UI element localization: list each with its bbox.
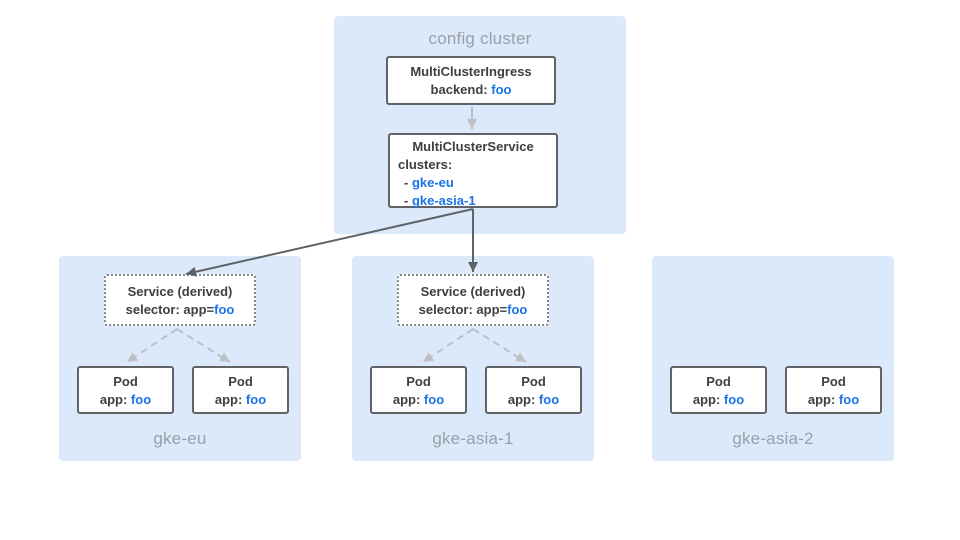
config-cluster-label: config cluster xyxy=(428,29,532,48)
mci-backend-line: backend: foo xyxy=(388,81,554,99)
pod-node: Pod app: foo xyxy=(77,366,174,414)
pod-app-value: foo xyxy=(838,392,860,407)
pod-title: Pod xyxy=(706,374,731,389)
mcs-cluster-item: - gke-eu xyxy=(398,174,556,192)
service-derived-node-gke-eu: Service (derived) selector: app=foo xyxy=(104,274,256,326)
pod-app-label: app: xyxy=(99,392,131,407)
service-selector-value: foo xyxy=(214,302,235,317)
service-selector-line: selector: app=foo xyxy=(106,301,254,319)
pod-node: Pod app: foo xyxy=(192,366,289,414)
pod-title: Pod xyxy=(406,374,431,389)
mci-backend-value: foo xyxy=(491,82,512,97)
mcs-item-name: gke-eu xyxy=(411,175,454,190)
pod-app-line: app: foo xyxy=(194,391,287,409)
mcs-item-name: gke-asia-1 xyxy=(411,193,476,208)
pod-node: Pod app: foo xyxy=(485,366,582,414)
mcs-cluster-item: - gke-asia-1 xyxy=(398,192,556,210)
pod-app-line: app: foo xyxy=(372,391,465,409)
pod-app-value: foo xyxy=(423,392,445,407)
mcs-clusters-label: clusters: xyxy=(398,157,453,172)
pod-app-label: app: xyxy=(214,392,246,407)
pod-app-label: app: xyxy=(807,392,839,407)
mcs-title: MultiClusterService xyxy=(412,139,534,154)
pod-app-value: foo xyxy=(245,392,267,407)
pod-node: Pod app: foo xyxy=(370,366,467,414)
pod-app-value: foo xyxy=(130,392,152,407)
service-selector-value: foo xyxy=(507,302,528,317)
pod-title: Pod xyxy=(821,374,846,389)
pod-app-line: app: foo xyxy=(487,391,580,409)
cluster-label-gke-asia-2: gke-asia-2 xyxy=(732,429,814,448)
pod-app-line: app: foo xyxy=(672,391,765,409)
pod-app-line: app: foo xyxy=(787,391,880,409)
pod-app-value: foo xyxy=(538,392,560,407)
pod-title: Pod xyxy=(521,374,546,389)
cluster-box-gke-asia-1: Service (derived) selector: app=foo Pod … xyxy=(352,256,594,461)
pod-app-label: app: xyxy=(392,392,424,407)
cluster-box-gke-asia-2: Pod app: foo Pod app: foo gke-asia-2 xyxy=(652,256,894,461)
mcs-item-prefix: - xyxy=(404,175,412,190)
cluster-box-gke-eu: Service (derived) selector: app=foo Pod … xyxy=(59,256,301,461)
service-title: Service (derived) xyxy=(420,284,526,299)
service-title: Service (derived) xyxy=(127,284,233,299)
pod-app-label: app: xyxy=(692,392,724,407)
cluster-label-gke-asia-1: gke-asia-1 xyxy=(432,429,514,448)
mcs-item-prefix: - xyxy=(404,193,412,208)
pod-app-label: app: xyxy=(507,392,539,407)
mci-backend-label: backend: xyxy=(430,82,492,97)
service-selector-label: selector: app= xyxy=(418,302,508,317)
pod-title: Pod xyxy=(228,374,253,389)
multi-cluster-ingress-node: MultiClusterIngress backend: foo xyxy=(386,56,556,105)
service-selector-label: selector: app= xyxy=(125,302,215,317)
config-cluster-box: config cluster MultiClusterIngress backe… xyxy=(334,16,626,234)
pod-title: Pod xyxy=(113,374,138,389)
pod-app-value: foo xyxy=(723,392,745,407)
pod-node: Pod app: foo xyxy=(670,366,767,414)
pod-node: Pod app: foo xyxy=(785,366,882,414)
service-selector-line: selector: app=foo xyxy=(399,301,547,319)
multi-cluster-service-node: MultiClusterService clusters: - gke-eu -… xyxy=(388,133,558,208)
mci-title: MultiClusterIngress xyxy=(410,64,532,79)
service-derived-node-gke-asia-1: Service (derived) selector: app=foo xyxy=(397,274,549,326)
cluster-label-gke-eu: gke-eu xyxy=(153,429,207,448)
pod-app-line: app: foo xyxy=(79,391,172,409)
